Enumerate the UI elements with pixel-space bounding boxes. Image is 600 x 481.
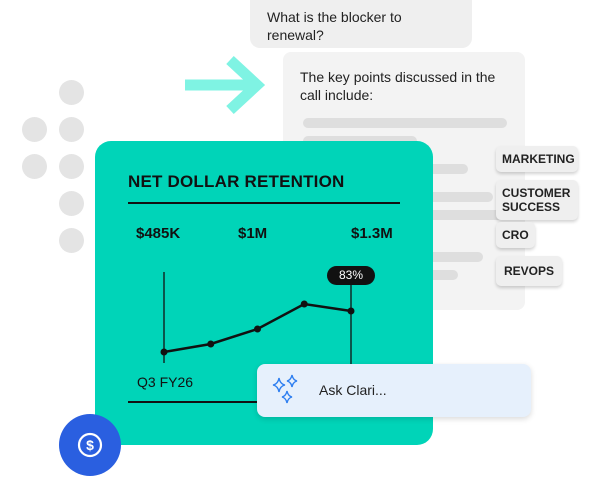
value-label: $485K <box>136 225 181 242</box>
decor-dot <box>59 80 84 105</box>
tag-marketing[interactable]: MARKETING <box>496 146 578 172</box>
decor-dot <box>22 154 47 179</box>
data-point <box>254 325 261 333</box>
decor-dot <box>22 117 47 142</box>
tag-cro[interactable]: CRO <box>496 222 535 248</box>
ask-clari-input[interactable]: Ask Clari... <box>257 364 531 417</box>
divider <box>128 202 400 204</box>
question-text: What is the blocker to renewal? <box>267 9 402 43</box>
placeholder-line <box>303 118 507 128</box>
value-label: $1.3M <box>351 225 393 242</box>
decor-dot <box>59 117 84 142</box>
dollar-icon: $ <box>77 432 103 458</box>
card-title: NET DOLLAR RETENTION <box>128 172 345 191</box>
tag-revops[interactable]: REVOPS <box>496 256 563 286</box>
percent-badge: 83% <box>327 266 375 285</box>
data-point <box>207 340 215 348</box>
data-point <box>160 348 168 356</box>
data-point <box>300 300 308 308</box>
arrow-icon <box>185 55 266 115</box>
ask-placeholder: Ask Clari... <box>319 382 387 398</box>
decor-dot <box>59 228 84 253</box>
period-label: Q3 FY26 <box>137 374 194 390</box>
decor-dot <box>59 191 84 216</box>
dollar-badge: $ <box>59 414 121 476</box>
svg-text:$: $ <box>86 437 94 453</box>
answer-text: The key points discussed in the call inc… <box>300 69 496 103</box>
question-bubble: What is the blocker to renewal? <box>250 0 472 48</box>
divider <box>128 401 268 403</box>
value-label: $1M <box>238 225 268 242</box>
data-point <box>347 307 355 315</box>
tag-customer-success[interactable]: CUSTOMER SUCCESS <box>496 180 578 220</box>
sparkle-icon <box>272 374 298 404</box>
decor-dot <box>59 154 84 179</box>
